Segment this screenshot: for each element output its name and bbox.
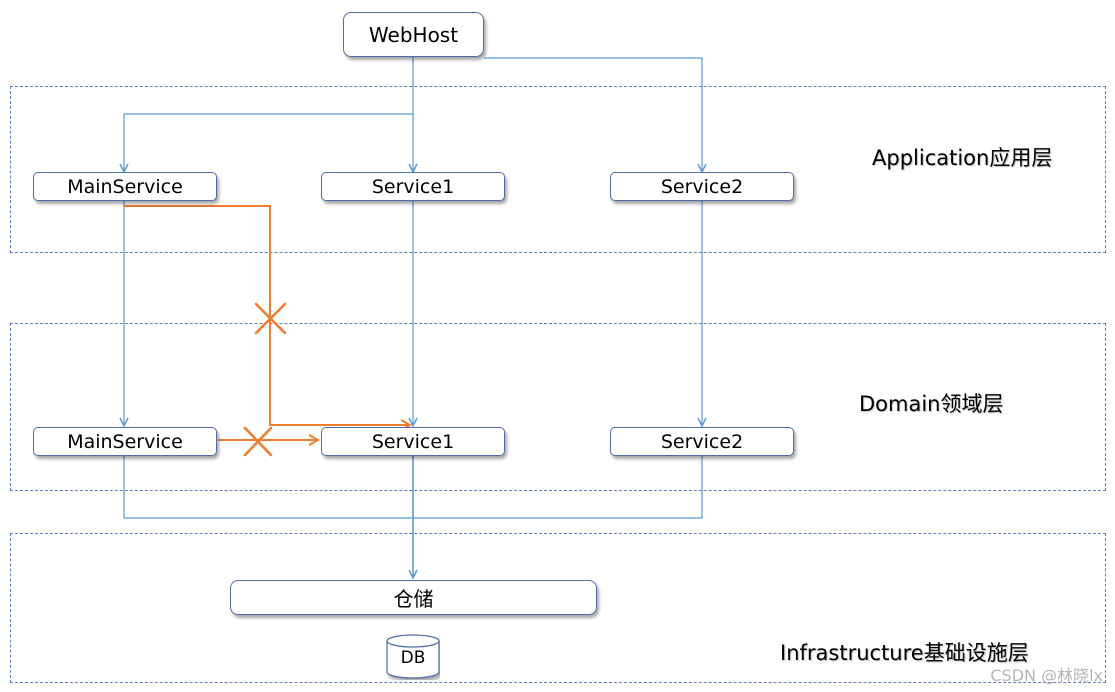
webhost-to-app-service2-line	[484, 57, 702, 172]
infrastructure-layer	[10, 533, 1106, 683]
domain-service1-node: Service1	[321, 427, 505, 456]
forbidden-cross-layer-line	[124, 205, 410, 425]
application-layer-label: Application应用层	[872, 146, 1053, 170]
domain-mainservice-node: MainService	[33, 427, 217, 456]
repository-label: 仓储	[393, 587, 434, 611]
domain-service1-label: Service1	[371, 430, 455, 453]
webhost-to-app-mainservice-line	[124, 113, 413, 172]
app-service2-label: Service2	[660, 175, 744, 198]
database-icon	[386, 634, 440, 679]
database-label: DB	[400, 648, 426, 668]
app-service1-label: Service1	[371, 175, 455, 198]
infrastructure-layer-label: Infrastructure基础设施层	[780, 641, 1029, 665]
domain-service2-label: Service2	[660, 430, 744, 453]
domain-layer-label: Domain领域层	[859, 392, 1004, 416]
domain-layer	[10, 323, 1106, 491]
watermark: CSDN @林晓lx	[990, 666, 1103, 685]
app-mainservice-label: MainService	[67, 175, 183, 198]
domain-mainservice-label: MainService	[67, 430, 183, 453]
domain-service2-node: Service2	[610, 427, 794, 456]
forbidden-x-icon-lower	[243, 426, 273, 457]
app-mainservice-node: MainService	[33, 172, 217, 201]
application-layer	[10, 86, 1106, 253]
forbidden-x-icon-upper	[254, 302, 287, 335]
webhost-node: WebHost	[343, 12, 484, 57]
webhost-label: WebHost	[368, 22, 459, 47]
app-service2-node: Service2	[610, 172, 794, 201]
app-service1-node: Service1	[321, 172, 505, 201]
repository-node: 仓储	[230, 580, 597, 615]
